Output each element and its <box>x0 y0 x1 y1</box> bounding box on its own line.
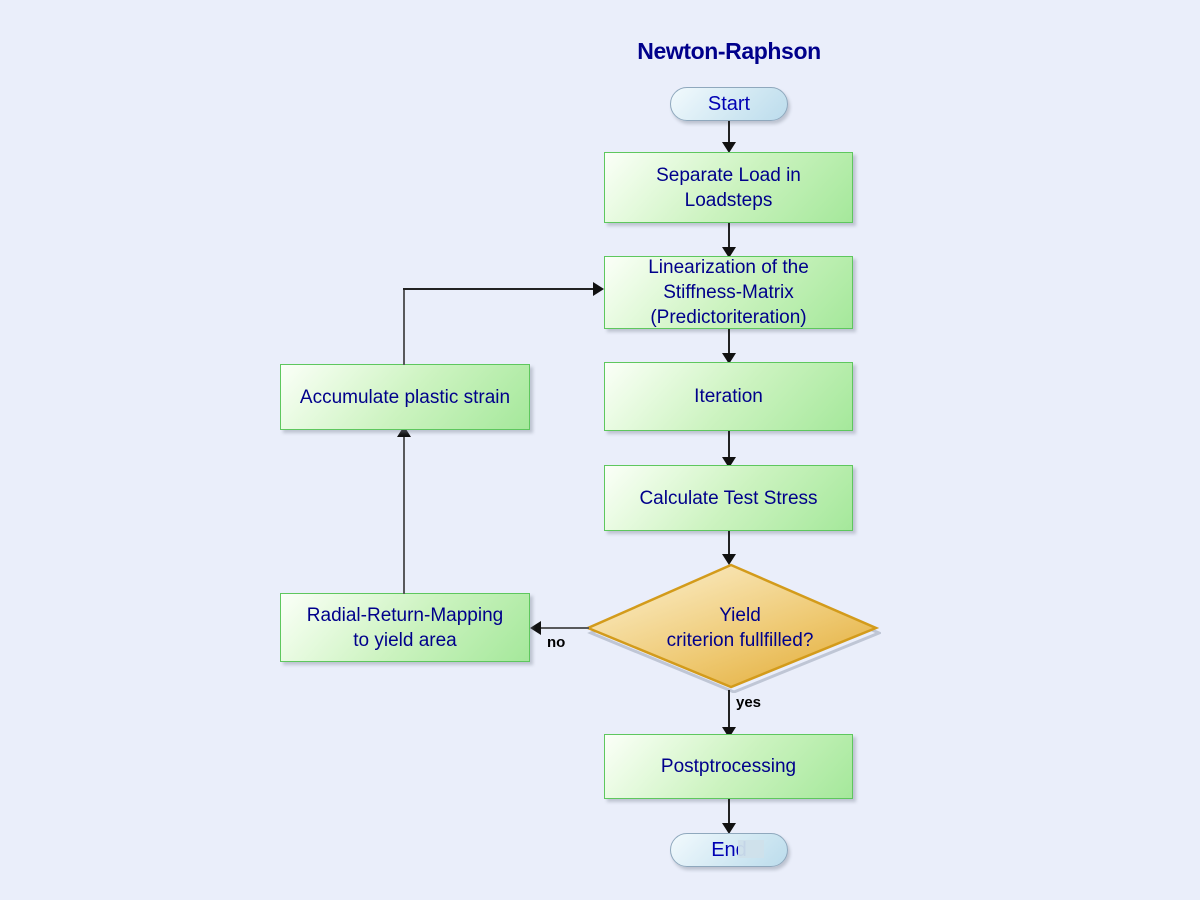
node-accumulate-plastic-strain-label: Accumulate plastic strain <box>299 386 511 408</box>
arrowhead-down-iteration <box>722 353 736 364</box>
node-end-label: End <box>711 838 747 861</box>
node-iteration[interactable]: Iteration <box>604 362 853 431</box>
node-separate-load-line2: Loadsteps <box>684 189 773 211</box>
node-start[interactable]: Start <box>670 87 788 121</box>
node-radial-return-mapping[interactable]: Radial-Return-Mapping to yield area <box>280 593 530 662</box>
arrowhead-up-accumulate <box>397 426 411 437</box>
page-title: Newton-Raphson <box>637 38 821 64</box>
edge-iteration-to-calculate <box>728 431 730 459</box>
arrowhead-down-decision <box>722 554 736 565</box>
edge-start-to-separate-load <box>728 121 730 144</box>
edge-postprocessing-to-end <box>728 799 730 829</box>
node-start-label: Start <box>707 92 751 115</box>
arrowhead-left-radial <box>530 621 541 635</box>
arrowhead-down-separate-load <box>722 142 736 153</box>
arrowhead-right-linearization <box>593 282 604 296</box>
edge-decision-no-to-radial <box>541 627 589 629</box>
edge-linearization-to-iteration <box>728 329 730 355</box>
node-calculate-test-stress-label: Calculate Test Stress <box>639 487 818 509</box>
node-linearization-line3: (Predictoriteration) <box>650 307 807 328</box>
node-iteration-label: Iteration <box>694 386 763 407</box>
edge-separate-load-to-linearization <box>728 223 730 249</box>
node-linearization[interactable]: Linearization of the Stiffness-Matrix (P… <box>604 256 853 329</box>
edge-label-no: no <box>547 634 566 651</box>
arrowhead-down-end <box>722 823 736 834</box>
selection-artifact-overlay <box>738 840 764 858</box>
edge-label-yes: yes <box>736 694 762 711</box>
node-radial-return-mapping-line1: Radial-Return-Mapping <box>306 604 504 626</box>
node-linearization-line1: Linearization of the <box>648 257 809 278</box>
node-radial-return-mapping-line2: to yield area <box>353 629 457 651</box>
node-yield-criterion[interactable]: Yield criterion fullfilled? <box>583 563 881 693</box>
node-calculate-test-stress[interactable]: Calculate Test Stress <box>604 465 853 531</box>
node-postprocessing[interactable]: Postptrocessing <box>604 734 853 799</box>
edge-accumulate-riser <box>403 288 405 365</box>
edge-calculate-to-decision <box>728 531 730 559</box>
edge-decision-yes-to-postprocessing <box>728 690 730 733</box>
arrowhead-down-postprocessing <box>722 727 736 738</box>
node-separate-load-line1: Separate Load in <box>656 164 801 186</box>
edge-accumulate-to-linearization <box>403 288 596 290</box>
node-separate-load[interactable]: Separate Load in Loadsteps <box>604 152 853 223</box>
node-postprocessing-label: Postptrocessing <box>660 756 797 777</box>
edge-radial-to-accumulate <box>403 430 405 594</box>
node-end[interactable]: End <box>670 833 788 867</box>
decision-shape <box>584 563 881 693</box>
node-linearization-line2: Stiffness-Matrix <box>663 282 794 303</box>
arrowhead-down-linearization <box>722 247 736 258</box>
arrowhead-down-calculate <box>722 457 736 468</box>
node-accumulate-plastic-strain[interactable]: Accumulate plastic strain <box>280 364 530 430</box>
